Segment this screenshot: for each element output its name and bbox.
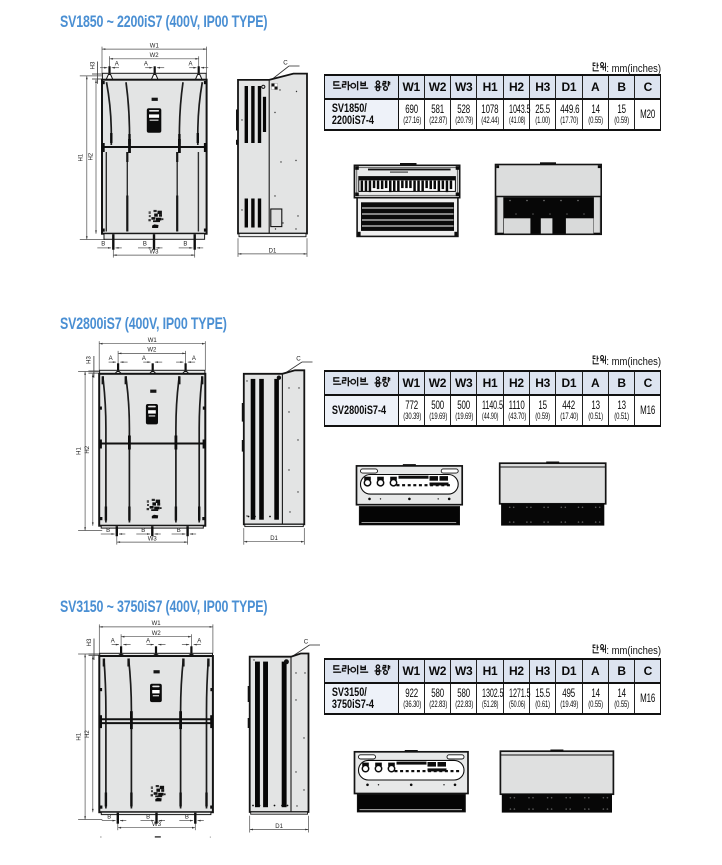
svg-text:D1: D1: [269, 248, 277, 254]
svg-text:A: A: [144, 62, 148, 68]
svg-text:W1: W1: [148, 338, 158, 344]
svg-text:D1: D1: [270, 536, 278, 542]
svg-text:B: B: [141, 528, 145, 534]
svg-text:H3: H3: [87, 356, 93, 364]
svg-text:D1: D1: [275, 824, 283, 830]
svg-text:B: B: [177, 528, 181, 534]
svg-text:A: A: [109, 356, 113, 362]
svg-text:B: B: [183, 242, 187, 248]
svg-text:C: C: [304, 639, 309, 646]
svg-text:A: A: [146, 638, 150, 644]
svg-text:W3: W3: [148, 537, 158, 543]
svg-text:B: B: [143, 242, 147, 248]
svg-text:H2: H2: [85, 730, 91, 738]
svg-text:H1: H1: [77, 732, 83, 740]
svg-text:W3: W3: [150, 250, 160, 256]
svg-text:B: B: [185, 814, 189, 820]
svg-text:A: A: [111, 638, 115, 644]
svg-text:A: A: [188, 62, 192, 68]
svg-text:H2: H2: [85, 445, 91, 453]
svg-text:W2: W2: [147, 348, 157, 354]
svg-text:W1: W1: [152, 621, 162, 627]
svg-text:A: A: [115, 62, 119, 68]
svg-text:A: A: [142, 356, 146, 362]
svg-text:W2: W2: [150, 53, 160, 59]
svg-text:B: B: [146, 814, 150, 820]
svg-text:H1: H1: [77, 447, 83, 455]
svg-text:B: B: [101, 242, 105, 248]
svg-text:H1: H1: [78, 153, 84, 161]
svg-text:W3: W3: [152, 822, 162, 828]
svg-text:C: C: [283, 60, 288, 67]
svg-text:A: A: [197, 638, 201, 644]
svg-text:B: B: [107, 814, 111, 820]
svg-text:H3: H3: [90, 61, 96, 69]
svg-text:H2: H2: [88, 152, 94, 160]
svg-text:C: C: [296, 356, 301, 363]
svg-text:H3: H3: [87, 638, 93, 646]
svg-text:W1: W1: [150, 43, 160, 49]
svg-text:A: A: [192, 356, 196, 362]
svg-text:B: B: [106, 528, 110, 534]
svg-text:W2: W2: [152, 631, 162, 637]
